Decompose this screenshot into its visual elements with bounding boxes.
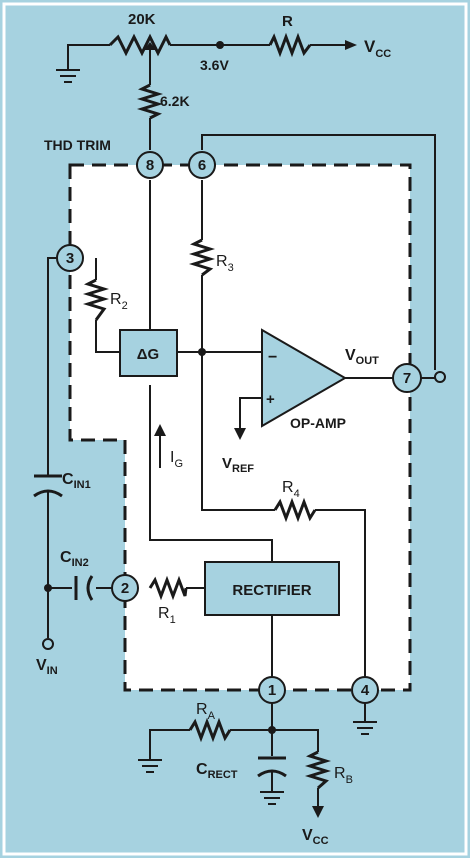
- label-r2: R2: [110, 291, 128, 312]
- label-r4: R4: [282, 479, 300, 500]
- pin-6-label: 6: [198, 157, 206, 174]
- label-vin: VIN: [36, 657, 58, 677]
- capacitor-crect: [257, 756, 287, 778]
- delta-g-block: [119, 329, 178, 377]
- pot-20k-resistor: [108, 33, 172, 57]
- label-delta-g: ΔG: [137, 346, 159, 363]
- label-r3: R3: [216, 253, 234, 274]
- node-vin: [44, 584, 52, 592]
- pin-1: 1: [258, 676, 286, 704]
- resistor-r: [268, 32, 312, 58]
- resistor-r1: [148, 575, 188, 601]
- label-thd-trim: THD TRIM: [44, 137, 111, 153]
- capacitor-cin2: [74, 575, 94, 601]
- pin-4: 4: [351, 676, 379, 704]
- vcc-bottom-arrow: [312, 806, 324, 818]
- resistor-r2: [82, 278, 110, 321]
- ground-top: [56, 69, 80, 83]
- resistor-6k2: [136, 83, 164, 120]
- label-vcc-bottom: VCC: [302, 827, 329, 847]
- bottom-wires: [149, 702, 366, 808]
- pin-6: 6: [188, 151, 216, 179]
- label-cin1: CIN1: [62, 471, 91, 491]
- label-6k2: 6.2K: [160, 93, 190, 109]
- label-rb: RB: [334, 765, 353, 786]
- ground-crect: [260, 791, 284, 805]
- label-vout: VOUT: [345, 347, 379, 367]
- label-opamp: OP-AMP: [290, 415, 346, 431]
- pin-1-label: 1: [268, 682, 276, 699]
- capacitor-cin1: [33, 474, 63, 498]
- vout-terminal: [434, 371, 446, 383]
- label-20k: 20K: [128, 11, 156, 28]
- resistor-r4: [273, 497, 317, 523]
- label-ig: IG: [170, 449, 183, 470]
- pin-8: 8: [136, 151, 164, 179]
- resistor-rb: [304, 750, 332, 790]
- pin-3-label: 3: [66, 250, 74, 267]
- ground-ra: [138, 759, 162, 773]
- rectifier-block: [204, 561, 340, 616]
- opamp-plus: +: [266, 391, 275, 408]
- label-3v6: 3.6V: [200, 57, 229, 73]
- node-3v6: [216, 41, 224, 49]
- ic-wires: [95, 180, 435, 678]
- node-opamp-input: [198, 348, 206, 356]
- label-rectifier: RECTIFIER: [232, 582, 311, 599]
- pin-2-label: 2: [121, 580, 129, 597]
- vcc-top-arrow: [345, 40, 357, 50]
- label-r-top: R: [282, 13, 293, 30]
- ground-pin4: [353, 721, 377, 735]
- pot-wiper-arrow: [144, 42, 156, 50]
- pin-8-label: 8: [146, 157, 154, 174]
- label-crect: CRECT: [196, 761, 238, 781]
- opamp-triangle: [261, 328, 347, 428]
- node-rect: [268, 726, 276, 734]
- pin-2: 2: [111, 574, 139, 602]
- vref-arrow: [234, 428, 246, 440]
- ig-arrow-head: [154, 424, 166, 436]
- pin-4-label: 4: [361, 682, 370, 699]
- opamp-minus: −: [268, 349, 277, 366]
- label-ra: RA: [196, 701, 216, 722]
- pin-7: 7: [392, 363, 422, 393]
- label-vref: VREF: [222, 455, 254, 475]
- resistor-r3: [188, 238, 216, 277]
- label-cin2: CIN2: [60, 549, 89, 569]
- pin-7-label: 7: [403, 370, 411, 387]
- label-vcc-top: VCC: [364, 37, 391, 60]
- vin-terminal: [42, 638, 54, 650]
- label-r1: R1: [158, 605, 176, 626]
- pin-3: 3: [56, 244, 84, 272]
- resistor-ra: [188, 717, 232, 743]
